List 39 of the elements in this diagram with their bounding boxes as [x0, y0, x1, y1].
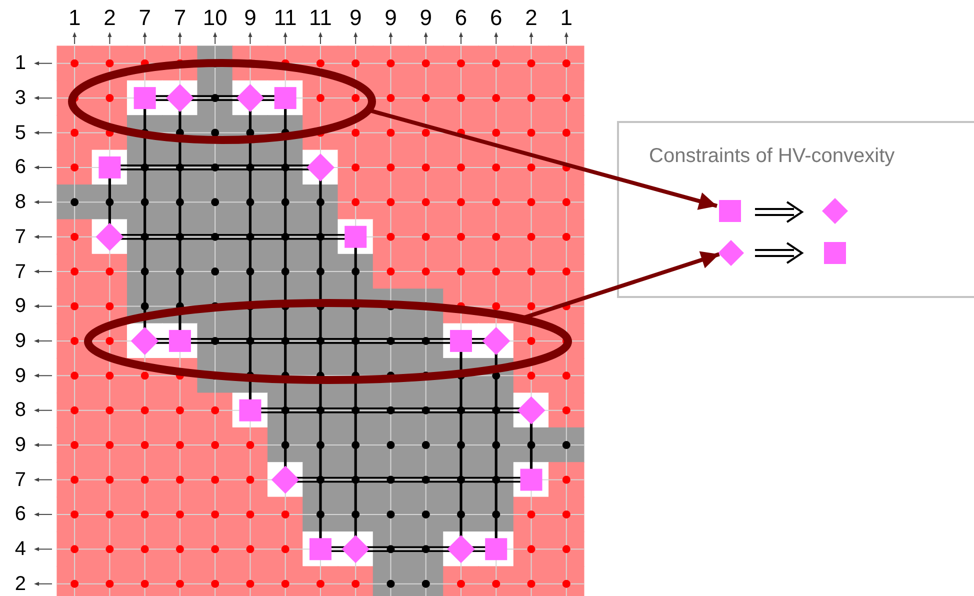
column-count: 9: [348, 6, 363, 30]
constraints-panel: [617, 121, 974, 298]
square-symbol: [719, 200, 741, 222]
row-count: 9: [14, 434, 26, 456]
ellipse-outline: [68, 59, 376, 144]
row-count: 6: [14, 503, 26, 526]
column-count: 1: [67, 6, 82, 30]
row-count: 8: [14, 399, 26, 422]
arrow: [523, 251, 720, 320]
column-count: 9: [418, 6, 433, 30]
ellipse-outline: [84, 299, 572, 384]
column-count: 10: [202, 6, 228, 30]
column-count: 2: [524, 6, 538, 30]
row-count: 2: [14, 572, 26, 595]
column-count: 9: [384, 6, 398, 30]
panel-title: Constraints of HV-convexity: [649, 145, 895, 168]
column-count: 6: [454, 6, 468, 30]
row-count: 9: [14, 330, 26, 352]
column-count: 6: [489, 6, 504, 30]
column-count: 9: [243, 6, 258, 30]
row-count: 8: [14, 191, 26, 214]
row-count: 4: [14, 538, 26, 560]
diamond-symbol: [718, 240, 744, 266]
column-count: 7: [138, 6, 152, 30]
row-count: 3: [14, 87, 26, 110]
row-count: 6: [14, 156, 26, 178]
row-count: 1: [14, 52, 26, 74]
column-count: 1: [559, 6, 574, 30]
column-count: 7: [172, 6, 188, 30]
row-count: 7: [14, 226, 26, 248]
row-count: 9: [14, 364, 26, 387]
row-count: 5: [14, 122, 26, 144]
column-count: 11: [272, 6, 298, 30]
row-count: 7: [14, 260, 26, 283]
row-count: 9: [14, 295, 26, 318]
column-count: 2: [102, 6, 117, 30]
row-count: 7: [14, 468, 26, 491]
arrow: [370, 108, 718, 210]
column-count: 11: [308, 6, 333, 30]
